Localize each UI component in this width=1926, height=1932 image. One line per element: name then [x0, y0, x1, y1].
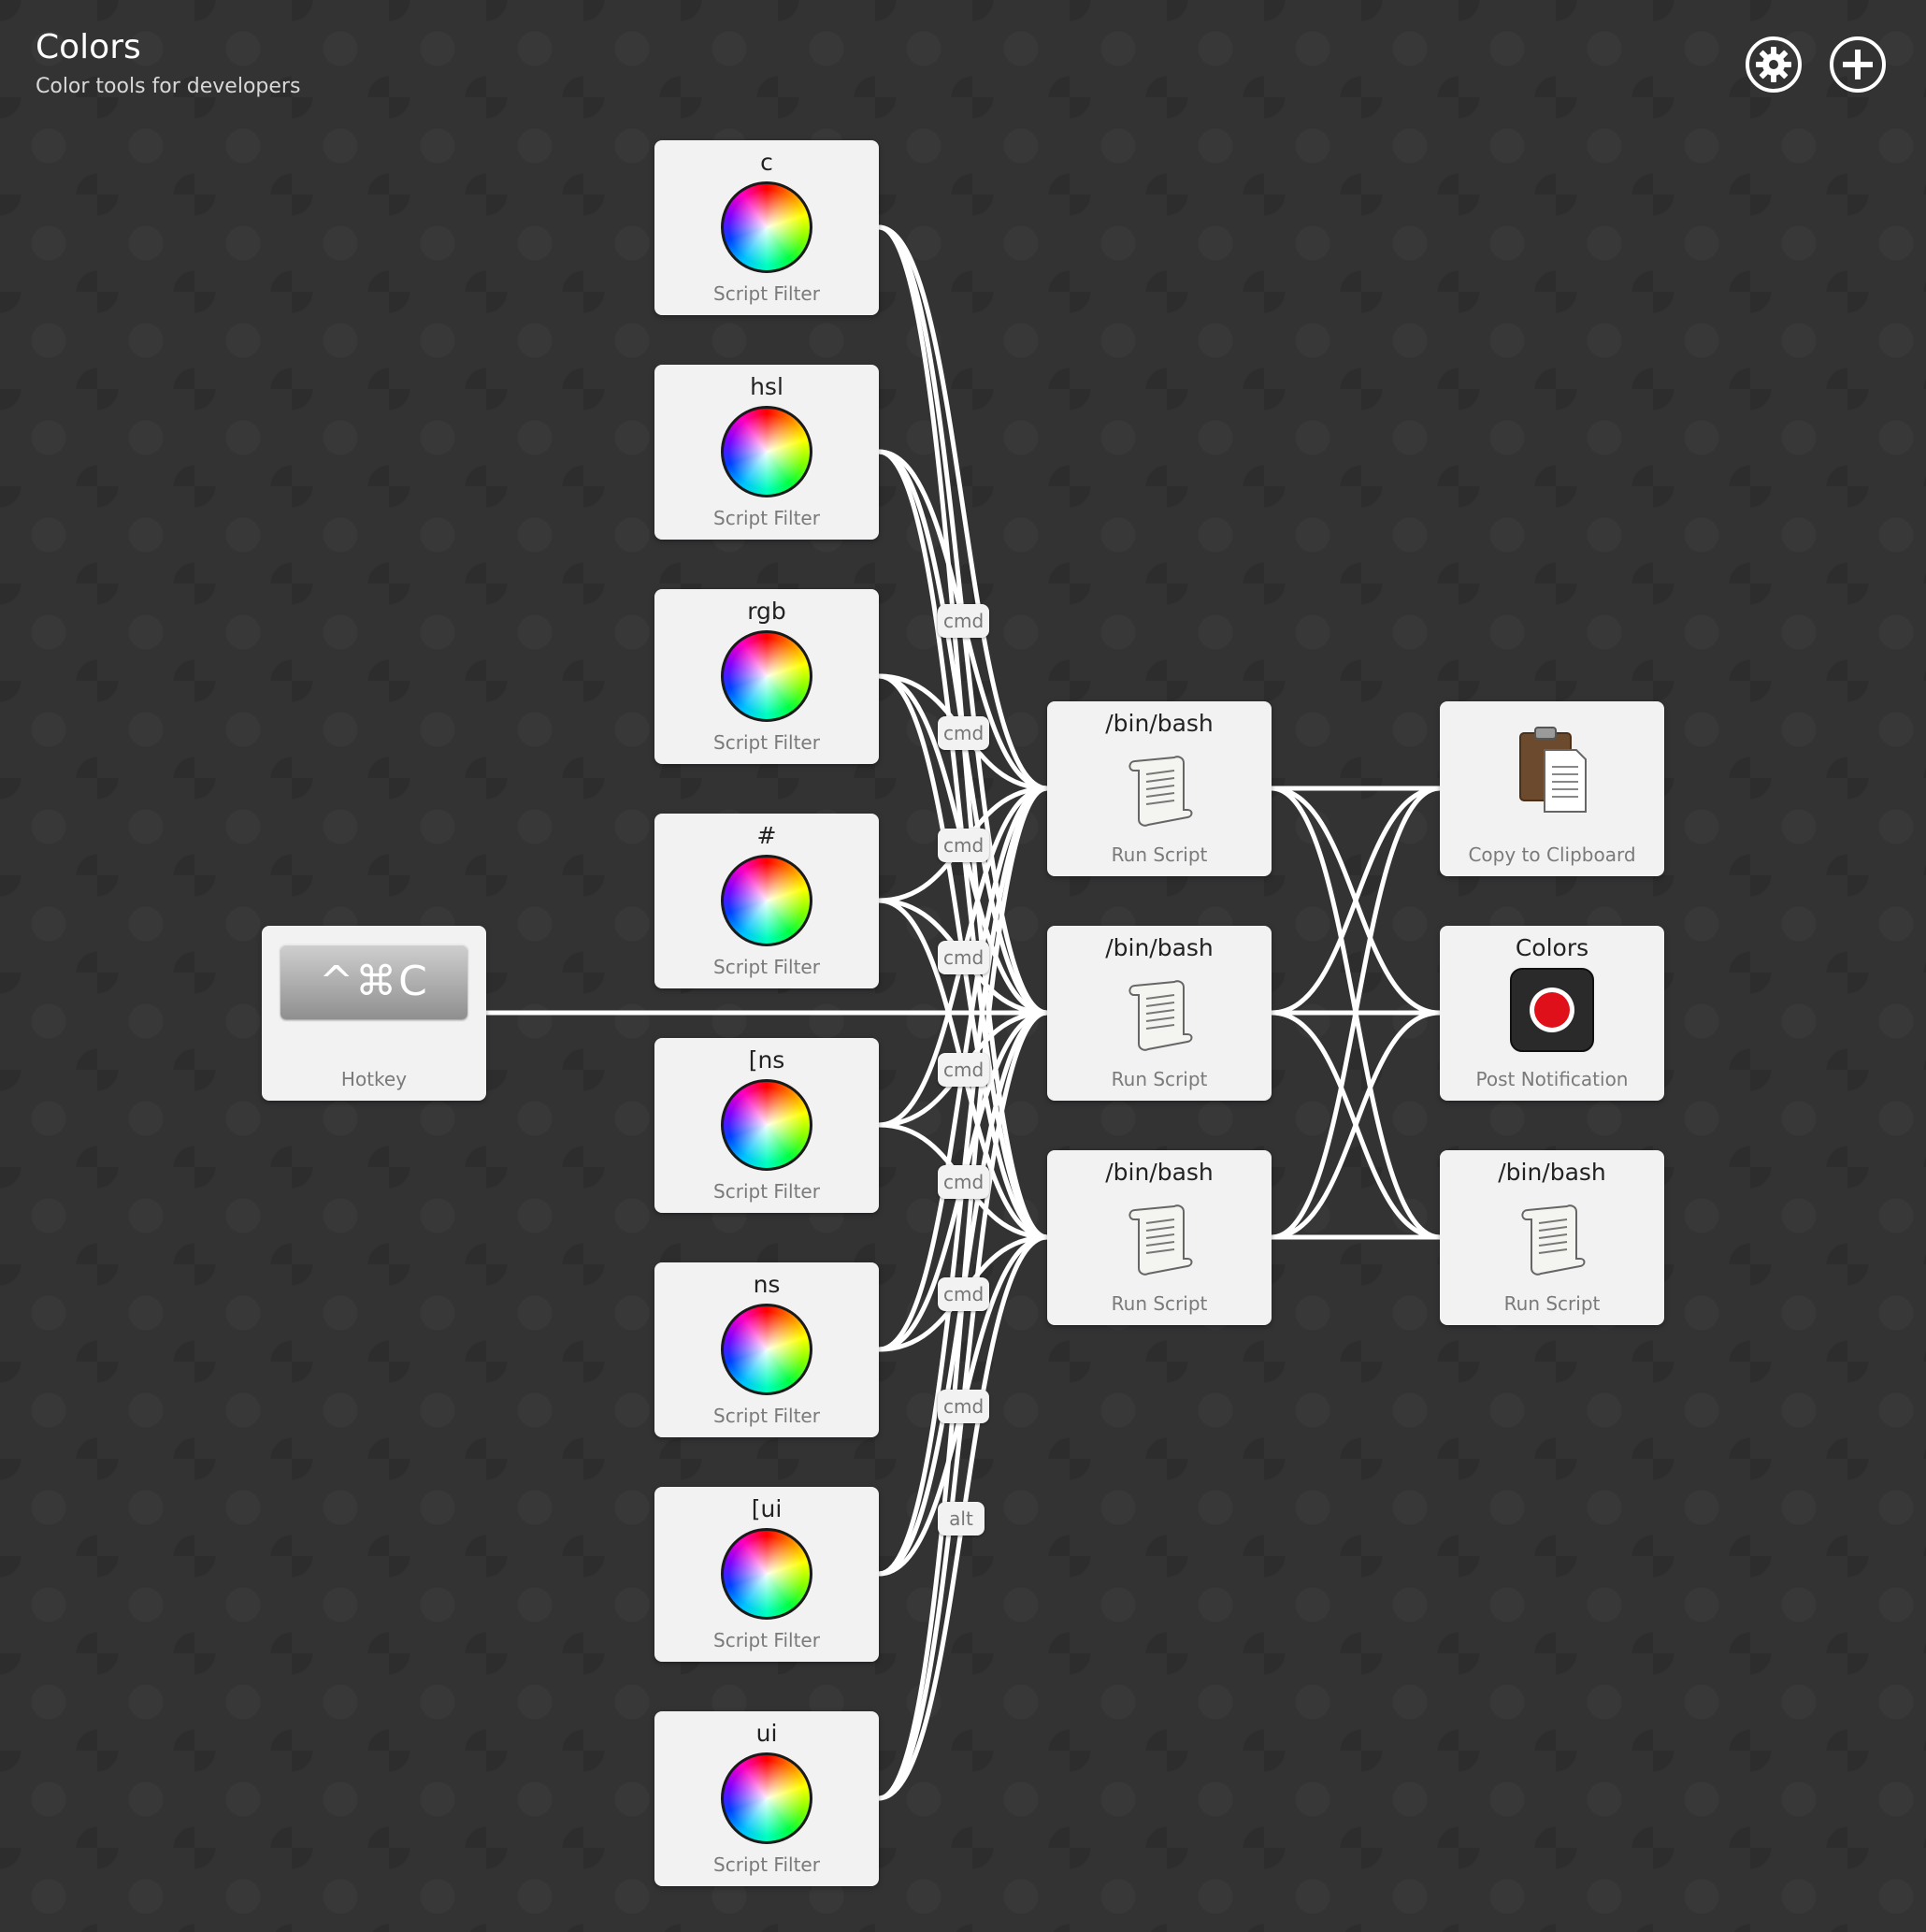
- node-keyword: [ns: [748, 1046, 785, 1074]
- color-wheel-icon: [721, 855, 812, 946]
- modifier-label-9[interactable]: alt: [938, 1502, 985, 1536]
- node-type-label: Script Filter: [713, 1853, 820, 1876]
- node-keyword: c: [760, 149, 773, 176]
- run-script-node-2[interactable]: /bin/bash Run Script: [1047, 926, 1272, 1101]
- add-object-button[interactable]: [1829, 36, 1887, 94]
- color-wheel-icon: [721, 1304, 812, 1395]
- clipboard-icon: [1519, 727, 1587, 813]
- record-icon: [1510, 968, 1594, 1052]
- node-title: /bin/bash: [1105, 710, 1214, 737]
- modifier-label-4[interactable]: cmd: [938, 941, 990, 974]
- node-type-label: Run Script: [1111, 1068, 1208, 1090]
- node-type-label: Run Script: [1111, 1292, 1208, 1315]
- node-type-label: Script Filter: [713, 731, 820, 754]
- connection-line-32: [1271, 786, 1441, 1240]
- script-filter-node-hsl[interactable]: hsl Script Filter: [654, 365, 879, 540]
- node-keyword: [ui: [751, 1495, 783, 1522]
- node-title: /bin/bash: [1498, 1159, 1606, 1186]
- script-filter-node-c[interactable]: c Script Filter: [654, 140, 879, 315]
- node-title: /bin/bash: [1105, 1159, 1214, 1186]
- script-filter-node-rgb[interactable]: rgb Script Filter: [654, 589, 879, 764]
- node-type-label: Script Filter: [713, 1405, 820, 1427]
- modifier-label-7[interactable]: cmd: [938, 1277, 990, 1311]
- color-wheel-icon: [721, 1528, 812, 1620]
- modifier-label-6[interactable]: cmd: [938, 1165, 990, 1199]
- node-keyword: ns: [753, 1271, 781, 1298]
- node-title: /bin/bash: [1105, 934, 1214, 961]
- color-wheel-icon: [721, 406, 812, 497]
- copy-to-clipboard-node[interactable]: Copy to Clipboard: [1440, 701, 1664, 876]
- connection-line-29: [1271, 786, 1441, 1016]
- connection-line-33: [1271, 1010, 1441, 1240]
- run-script-node-3[interactable]: /bin/bash Run Script: [1047, 1150, 1272, 1325]
- settings-button[interactable]: [1745, 36, 1803, 94]
- node-type-label: Script Filter: [713, 507, 820, 529]
- node-type-label: Run Script: [1111, 843, 1208, 866]
- script-scroll-icon: [1521, 1204, 1586, 1276]
- node-type-label: Script Filter: [713, 282, 820, 305]
- connection-line-2: [878, 224, 1048, 791]
- node-keyword: hsl: [750, 373, 783, 400]
- node-type-label: Script Filter: [713, 1180, 820, 1203]
- workflow-subtitle: Color tools for developers: [36, 75, 301, 98]
- run-script-node-1[interactable]: /bin/bash Run Script: [1047, 701, 1272, 876]
- script-filter-node-bracket-ns[interactable]: [ns Script Filter: [654, 1038, 879, 1213]
- script-scroll-icon: [1128, 980, 1193, 1051]
- node-keyword: ui: [755, 1720, 778, 1747]
- script-filter-node-hash[interactable]: # Script Filter: [654, 814, 879, 988]
- node-type-label: Post Notification: [1475, 1068, 1629, 1090]
- node-type-label: Script Filter: [713, 956, 820, 978]
- modifier-label-8[interactable]: cmd: [938, 1390, 990, 1423]
- script-filter-node-ns[interactable]: ns Script Filter: [654, 1262, 879, 1437]
- post-notification-node[interactable]: Colors Post Notification: [1440, 926, 1664, 1101]
- modifier-label-2[interactable]: cmd: [938, 716, 990, 750]
- color-wheel-icon: [721, 1079, 812, 1171]
- node-type-label: Copy to Clipboard: [1468, 843, 1636, 866]
- hotkey-key-display: ^⌘C: [280, 944, 467, 1019]
- hotkey-node[interactable]: ^⌘C Hotkey: [262, 926, 486, 1101]
- script-scroll-icon: [1128, 756, 1193, 827]
- node-title: Colors: [1515, 934, 1589, 961]
- workflow-title: Colors: [36, 28, 141, 66]
- node-keyword: rgb: [747, 598, 786, 625]
- node-keyword: #: [756, 822, 777, 849]
- script-filter-node-ui[interactable]: ui Script Filter: [654, 1711, 879, 1886]
- node-type-label: Hotkey: [340, 1068, 408, 1090]
- script-filter-node-bracket-ui[interactable]: [ui Script Filter: [654, 1487, 879, 1662]
- modifier-label-5[interactable]: cmd: [938, 1053, 990, 1087]
- node-type-label: Run Script: [1503, 1292, 1601, 1315]
- modifier-label-1[interactable]: cmd: [938, 604, 990, 638]
- color-wheel-icon: [721, 1752, 812, 1844]
- run-script-output-node[interactable]: /bin/bash Run Script: [1440, 1150, 1664, 1325]
- color-wheel-icon: [721, 181, 812, 273]
- script-scroll-icon: [1128, 1204, 1193, 1276]
- gear-icon: [1746, 36, 1802, 93]
- color-wheel-icon: [721, 630, 812, 722]
- node-type-label: Script Filter: [713, 1629, 820, 1651]
- plus-circle-icon: [1830, 36, 1886, 93]
- modifier-label-3[interactable]: cmd: [938, 829, 990, 862]
